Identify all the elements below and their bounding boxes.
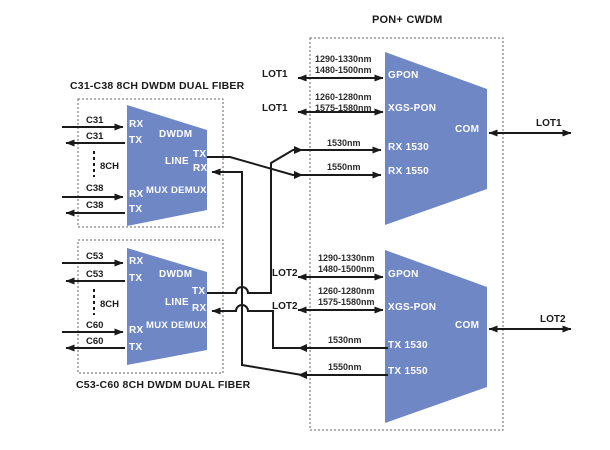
conn-dwdmbottom-tx-to-rx1530: [207, 146, 382, 294]
dwdm-top-port-rx1: RX: [129, 119, 144, 130]
mid-arrow-1550-down: [298, 371, 307, 379]
dwdm-top-trapezoid: [127, 105, 207, 226]
dwdm-bottom-title: C53-C60 8CH DWDM DUAL FIBER: [76, 379, 251, 391]
pon-upper-port-rx1530: RX 1530: [388, 142, 430, 153]
dwdm-top-line-rx: RX: [193, 163, 208, 174]
mid-arrow-1530-down: [298, 344, 307, 352]
channel-label-c38-tx: C38: [86, 200, 104, 211]
lot1-label-xgspon: LOT1: [262, 103, 288, 114]
pon-lower-1550-wavelength: 1550nm: [328, 362, 362, 372]
pon-lower-gpon-wavelength-1: 1290-1330nm: [318, 253, 375, 263]
pon-lower-trapezoid: [385, 250, 487, 423]
pon-lower-port-tx1530: TX 1530: [388, 340, 428, 351]
dwdm-bottom-line-label: LINE: [165, 297, 189, 308]
dwdm-top-line-tx: TX: [193, 149, 207, 160]
conn-tx1550-to-dwdmtop-rx: [211, 168, 388, 376]
dwdm-top-title: C31-C38 8CH DWDM DUAL FIBER: [70, 80, 245, 92]
channel-label-c60-rx: C60: [86, 320, 104, 331]
pon-upper-port-gpon: GPON: [388, 70, 419, 81]
pon-upper-1550-wavelength: 1550nm: [327, 162, 361, 172]
channel-label-c38-rx: C38: [86, 183, 104, 194]
pon-upper-1530-wavelength: 1530nm: [327, 138, 361, 148]
pon-lower-1530-wavelength: 1530nm: [328, 335, 362, 345]
dwdm-top-port-tx2: TX: [129, 204, 143, 215]
dwdm-top-name: DWDM: [159, 129, 193, 140]
pon-lower-xgspon-wavelength-2: 1575-1580nm: [318, 297, 375, 307]
dwdm-top-dashed-box: [77, 98, 224, 228]
dwdm-bottom-name: DWDM: [159, 269, 193, 280]
lot2-label-com: LOT2: [540, 314, 566, 325]
dwdm-top-port-rx2: RX: [129, 189, 144, 200]
pon-upper-trapezoid: [385, 52, 487, 225]
lot1-label-gpon: LOT1: [262, 69, 288, 80]
pon-lower-gpon-wavelength-2: 1480-1500nm: [318, 264, 375, 274]
pon-lower-port-com: COM: [455, 320, 480, 331]
pon-lower-port-xgspon: XGS-PON: [388, 302, 437, 313]
channel-label-c31-tx: C31: [86, 131, 104, 142]
channel-label-c60-tx: C60: [86, 336, 104, 347]
pon-lower-xgspon-wavelength-1: 1260-1280nm: [318, 286, 375, 296]
mid-arrow-1550-up: [294, 171, 303, 179]
dwdm-bottom-port-tx2: TX: [129, 342, 143, 353]
dwdm-bottom-line-tx: TX: [192, 286, 206, 297]
dwdm-bottom-dashed-box: [77, 239, 224, 374]
pon-cwdm-dashed-box: [309, 37, 504, 431]
pon-upper-port-xgspon: XGS-PON: [388, 103, 437, 114]
pon-upper-gpon-wavelength-2: 1480-1500nm: [315, 65, 372, 75]
lot1-label-com: LOT1: [536, 118, 562, 129]
pon-lower-port-tx1550: TX 1550: [388, 366, 428, 377]
group-label-8ch-bottom: 8CH: [100, 299, 120, 310]
pon-upper-gpon-wavelength-1: 1290-1330nm: [315, 54, 372, 64]
pon-cwdm-title: PON+ CWDM: [372, 14, 443, 26]
channel-label-c31-rx: C31: [86, 115, 104, 126]
dwdm-top-mux-label: MUX DEMUX: [146, 185, 207, 196]
pon-upper-port-com: COM: [455, 124, 480, 135]
pon-upper-xgspon-wavelength-2: 1575-1580nm: [315, 103, 372, 113]
group-label-8ch-top: 8CH: [100, 161, 120, 172]
dwdm-bottom-mux-label: MUX DEMUX: [146, 320, 207, 331]
channel-label-c53-rx: C53: [86, 251, 104, 262]
dwdm-bottom-port-rx2: RX: [129, 325, 144, 336]
dwdm-bottom-trapezoid: [127, 248, 207, 365]
dwdm-bottom-port-tx1: TX: [129, 273, 143, 284]
conn-tx1530-to-dwdmbottom-rx: [211, 304, 388, 349]
dwdm-top-line-label: LINE: [165, 156, 189, 167]
lot2-label-gpon: LOT2: [272, 268, 298, 279]
pon-upper-xgspon-wavelength-1: 1260-1280nm: [315, 92, 372, 102]
lot2-label-xgspon: LOT2: [272, 301, 298, 312]
pon-lower-port-gpon: GPON: [388, 269, 419, 280]
dwdm-bottom-line-rx: RX: [192, 303, 207, 314]
mid-arrow-1530-up: [294, 146, 303, 154]
dwdm-top-port-tx1: TX: [129, 135, 143, 146]
pon-upper-port-rx1550: RX 1550: [388, 166, 430, 177]
dwdm-bottom-port-rx1: RX: [129, 256, 144, 267]
conn-dwdmtop-tx-to-rx1550: [207, 156, 382, 179]
channel-label-c53-tx: C53: [86, 269, 104, 280]
